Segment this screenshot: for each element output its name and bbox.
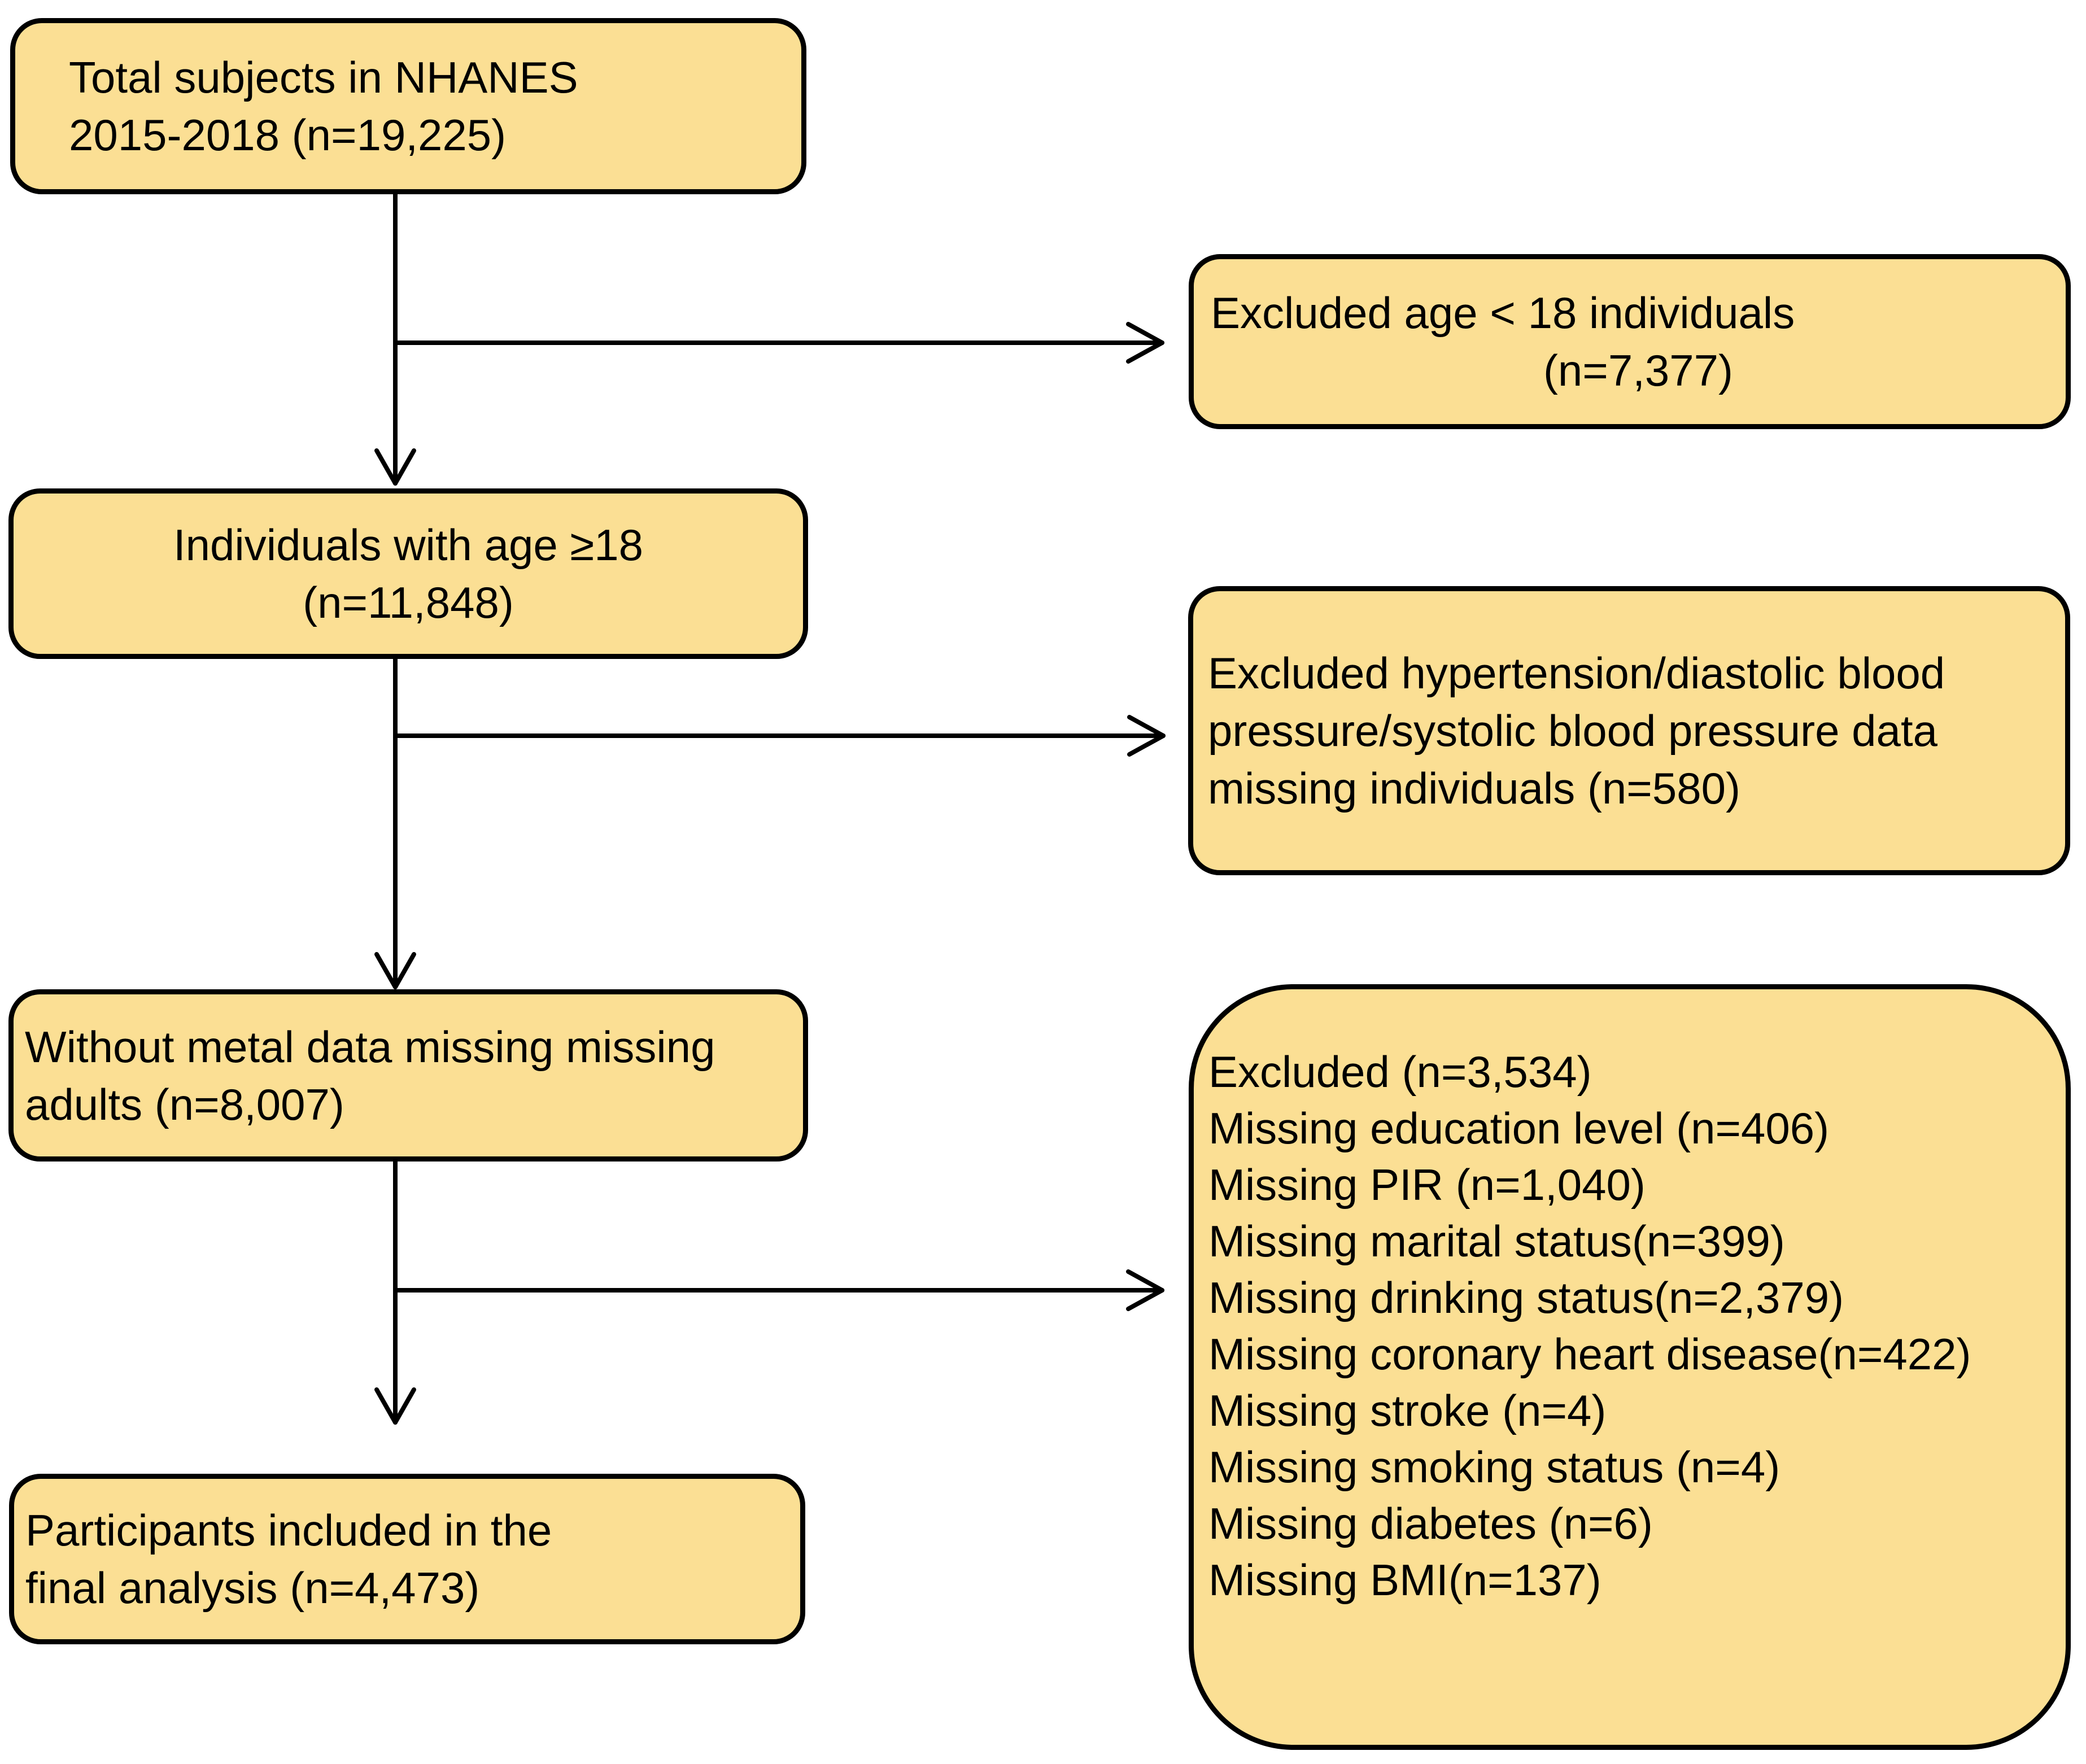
box-without-metal-missing: Without metal data missing missing adult… [8, 989, 808, 1162]
box-text-line: Missing stroke (n=4) [1208, 1386, 1607, 1435]
box-adults-age18: Individuals with age ≥18 (n=11,848) [8, 488, 808, 659]
box-excluded-age: Excluded age < 18 individuals (n=7,377) [1189, 254, 2071, 429]
box-total-subjects: Total subjects in NHANES 2015-2018 (n=19… [10, 18, 806, 194]
box-text-line: (n=11,848) [303, 578, 514, 627]
box-text-line: Excluded age < 18 individuals [1211, 288, 1795, 338]
box-text-line: Participants included in the [25, 1505, 552, 1555]
box-text-line: adults (n=8,007) [25, 1079, 344, 1129]
box-text-line: pressure/systolic blood pressure data [1208, 706, 1937, 756]
box-text-line: Total subjects in NHANES [69, 53, 578, 102]
box-text-line: 2015-2018 (n=19,225) [69, 110, 507, 160]
box-excluded-covariates: Excluded (n=3,534) Missing education lev… [1189, 984, 2071, 1750]
arrow-branch-excluded-bp [393, 715, 1166, 757]
box-final-analysis: Participants included in the final analy… [9, 1474, 805, 1644]
box-text-line: Excluded (n=3,534) [1208, 1047, 1592, 1097]
arrow-branch-excluded-covariates [393, 1269, 1164, 1311]
box-text-line: final analysis (n=4,473) [25, 1563, 480, 1613]
box-text-line: Without metal data missing missing [25, 1021, 715, 1072]
box-text-line: missing individuals (n=580) [1208, 763, 1740, 813]
box-text-line: Missing coronary heart disease(n=422) [1208, 1329, 1971, 1379]
box-text-line: (n=7,377) [1543, 346, 1734, 395]
arrow-adults-to-metal [374, 657, 416, 989]
box-text-line: Missing drinking status(n=2,379) [1208, 1273, 1844, 1322]
box-text-line: Missing BMI(n=137) [1208, 1555, 1601, 1605]
box-text-line: Missing smoking status (n=4) [1208, 1442, 1780, 1492]
box-text-line: Missing PIR (n=1,040) [1208, 1160, 1646, 1210]
box-text-line: Missing diabetes (n=6) [1208, 1499, 1653, 1548]
box-excluded-bp: Excluded hypertension/diastolic blood pr… [1188, 586, 2070, 875]
box-text-line: Missing education level (n=406) [1208, 1103, 1830, 1153]
box-text-line: Individuals with age ≥18 [173, 520, 643, 570]
box-text-line: Excluded hypertension/diastolic blood [1208, 648, 1945, 698]
box-text-line: Missing marital status(n=399) [1208, 1216, 1785, 1266]
arrow-total-to-adults [374, 192, 416, 486]
arrow-branch-excluded-age [393, 322, 1164, 364]
